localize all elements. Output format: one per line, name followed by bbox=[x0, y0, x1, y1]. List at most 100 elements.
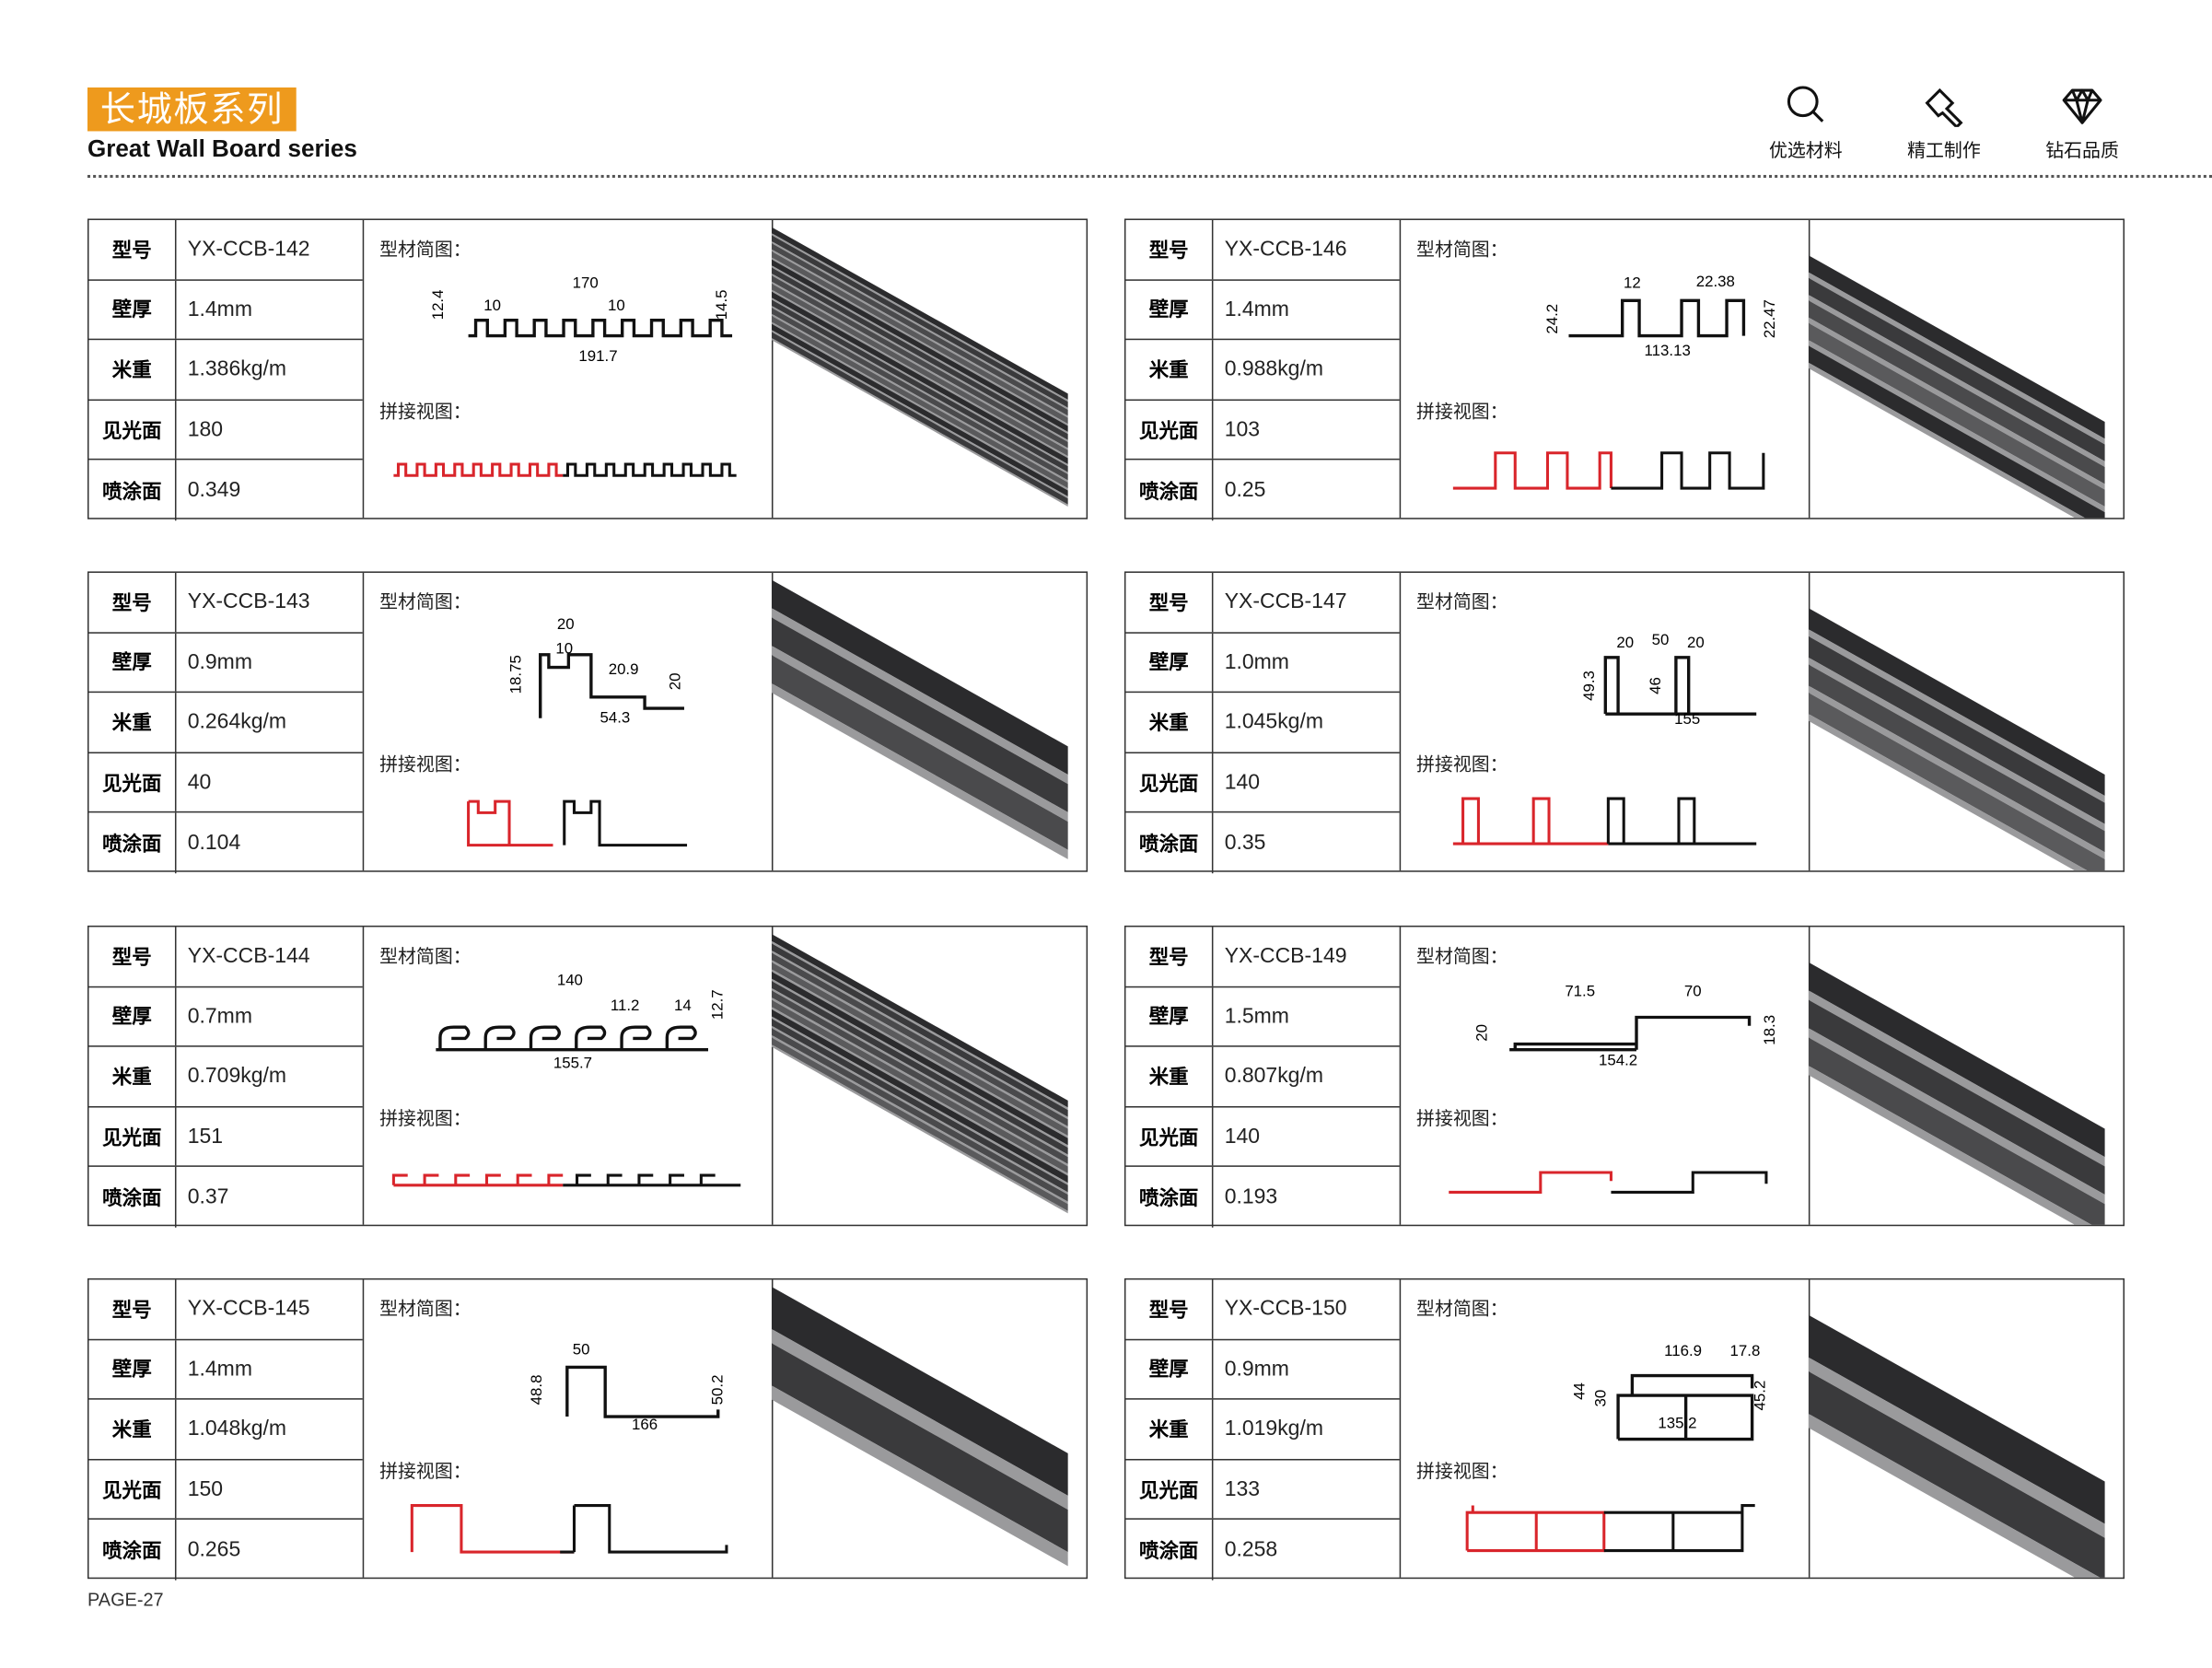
spec-row: 米重 1.045kg/m bbox=[1125, 693, 1400, 753]
spec-label: 见光面 bbox=[1125, 752, 1214, 812]
panel-rib bbox=[771, 243, 1068, 416]
panel-groove bbox=[771, 960, 1068, 1129]
product-card: 型号 YX-CCB-145 壁厚 1.4mm 米重 1.048kg/m 见光面 … bbox=[87, 1277, 1089, 1581]
spec-label: 喷涂面 bbox=[89, 1520, 177, 1581]
series-title-cn: 长城板系列 bbox=[87, 87, 297, 132]
panel-groove bbox=[1808, 317, 2105, 490]
splice-right-panel bbox=[560, 1504, 728, 1554]
panel-rib bbox=[771, 579, 1068, 776]
product-render bbox=[1808, 255, 2105, 519]
panel-rib bbox=[771, 323, 1068, 497]
spec-table: 型号 YX-CCB-147 壁厚 1.0mm 米重 1.045kg/m 见光面 … bbox=[1125, 572, 1402, 874]
spec-label: 见光面 bbox=[89, 400, 177, 460]
panel-rib bbox=[771, 971, 1068, 1146]
panel-rib bbox=[771, 283, 1068, 457]
spec-table: 型号 YX-CCB-146 壁厚 1.4mm 米重 0.988kg/m 见光面 … bbox=[1125, 219, 1402, 521]
panel-groove bbox=[771, 987, 1068, 1158]
spec-row: 壁厚 1.4mm bbox=[88, 1339, 363, 1400]
panel-rib bbox=[1808, 664, 2105, 853]
dimension-label: 12.4 bbox=[429, 289, 447, 320]
feature-label: 精工制作 bbox=[1907, 141, 1981, 163]
panel-rib bbox=[771, 251, 1068, 425]
splice-left-panel bbox=[393, 462, 564, 477]
product-card: 型号 YX-CCB-142 壁厚 1.4mm 米重 1.386kg/m 见光面 … bbox=[87, 218, 1089, 521]
panel-groove bbox=[1808, 295, 2105, 468]
spec-value: 150 bbox=[187, 1477, 224, 1502]
splice-right-panel bbox=[1603, 1504, 1755, 1553]
dimension-label: 49.3 bbox=[1580, 671, 1598, 701]
panel-rib bbox=[771, 1343, 1068, 1553]
dimension-label: 50.2 bbox=[708, 1375, 726, 1406]
dimension-label: 155.7 bbox=[553, 1055, 592, 1072]
spec-row: 喷涂面 0.104 bbox=[89, 812, 363, 874]
spec-value: 1.386kg/m bbox=[187, 357, 287, 382]
profile-outline bbox=[1603, 656, 1757, 716]
profile-heading: 型材简图： bbox=[379, 1299, 472, 1321]
splice-right-panel bbox=[563, 462, 737, 477]
dimension-label: 166 bbox=[632, 1416, 658, 1433]
feature-quality: 钻石品质 bbox=[2026, 85, 2139, 162]
spec-label: 壁厚 bbox=[89, 986, 177, 1046]
panel-groove bbox=[771, 969, 1068, 1138]
page-number: PAGE-27 bbox=[87, 1588, 164, 1610]
panel-groove bbox=[771, 337, 1068, 507]
spec-row: 见光面 150 bbox=[88, 1460, 363, 1521]
spec-value: 0.7mm bbox=[187, 1004, 252, 1029]
spec-value: YX-CCB-143 bbox=[187, 589, 310, 614]
spec-table: 型号 YX-CCB-149 壁厚 1.5mm 米重 0.807kg/m 见光面 … bbox=[1125, 927, 1402, 1228]
spec-label: 喷涂面 bbox=[89, 812, 177, 874]
spec-label: 型号 bbox=[1125, 572, 1214, 632]
splice-heading: 拼接视图： bbox=[379, 1109, 472, 1131]
panel-rib bbox=[771, 1009, 1068, 1184]
feature-materials: 优选材料 bbox=[1750, 85, 1863, 162]
panel-rib bbox=[771, 655, 1068, 850]
feature-craft: 精工制作 bbox=[1888, 85, 2001, 162]
splice-left-panel bbox=[1449, 1171, 1612, 1194]
panel-groove bbox=[771, 249, 1068, 418]
spec-row: 喷涂面 0.193 bbox=[1125, 1167, 1399, 1228]
panel-groove bbox=[771, 940, 1068, 1111]
photo-cell bbox=[771, 220, 1088, 518]
spec-row: 壁厚 1.4mm bbox=[1125, 280, 1400, 341]
panel-rib bbox=[771, 1028, 1068, 1202]
panel-rib bbox=[1808, 1371, 2105, 1578]
panel-groove bbox=[771, 1329, 1068, 1511]
panel-groove bbox=[771, 1034, 1068, 1205]
spec-row: 见光面 40 bbox=[88, 752, 363, 813]
spec-row: 喷涂面 0.37 bbox=[89, 1167, 363, 1228]
panel-rib bbox=[771, 934, 1068, 1108]
dimension-label: 135.2 bbox=[1658, 1414, 1696, 1431]
spec-label: 喷涂面 bbox=[1125, 1167, 1214, 1228]
panel-rib bbox=[771, 1019, 1068, 1193]
panel-groove bbox=[771, 997, 1068, 1167]
product-card: 型号 YX-CCB-143 壁厚 0.9mm 米重 0.264kg/m 见光面 … bbox=[87, 571, 1089, 874]
spec-value: 1.4mm bbox=[187, 1357, 252, 1382]
panel-rib bbox=[771, 1287, 1068, 1496]
spec-value: YX-CCB-142 bbox=[187, 237, 310, 262]
panel-groove bbox=[1808, 685, 2105, 859]
spec-row: 米重 0.264kg/m bbox=[88, 693, 363, 753]
splice-left-panel bbox=[410, 1504, 575, 1554]
splice-heading: 拼接视图： bbox=[1416, 754, 1508, 776]
dimension-label: 10 bbox=[483, 297, 501, 314]
splice-heading: 拼接视图： bbox=[1416, 1462, 1508, 1484]
spec-value: 140 bbox=[1224, 1125, 1261, 1149]
spec-value: 133 bbox=[1224, 1477, 1261, 1502]
spec-label: 壁厚 bbox=[1125, 633, 1214, 692]
profile-heading: 型材简图： bbox=[1416, 239, 1508, 262]
spec-label: 壁厚 bbox=[89, 280, 177, 339]
product-card: 型号 YX-CCB-146 壁厚 1.4mm 米重 0.988kg/m 见光面 … bbox=[1123, 218, 2125, 521]
panel-groove bbox=[1808, 657, 2105, 832]
splice-right-panel bbox=[563, 1173, 741, 1187]
panel-rib bbox=[771, 990, 1068, 1164]
spec-label: 见光面 bbox=[1125, 400, 1214, 460]
spec-row: 见光面 133 bbox=[1125, 1460, 1400, 1521]
spec-label: 米重 bbox=[1125, 1399, 1214, 1459]
